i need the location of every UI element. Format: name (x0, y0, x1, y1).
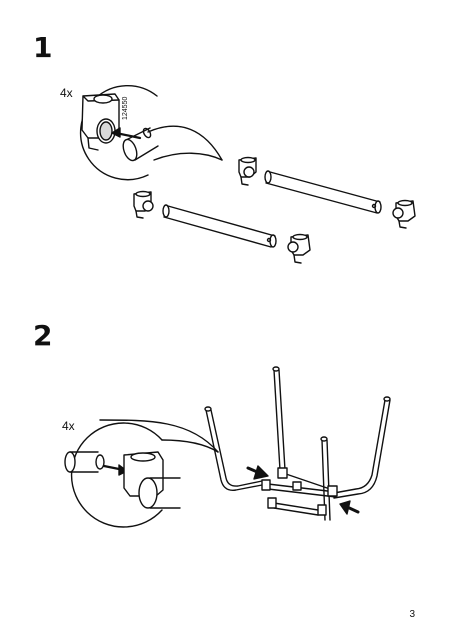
step-2-number: 2 (33, 319, 53, 352)
connector-lower-right (288, 235, 310, 264)
connector-lower-left (134, 192, 153, 219)
connector-block-detail (82, 94, 119, 150)
tube-connector-detail (65, 452, 180, 508)
frame-back-upright (273, 367, 285, 470)
connector-upper-right (393, 201, 415, 229)
step2-illustration (65, 367, 390, 527)
connector-upper-left (239, 158, 256, 186)
step-1-quantity: 4x (60, 86, 73, 100)
step1-detail-callout (81, 86, 222, 180)
assembly-arrows (248, 466, 358, 514)
tube-upper (265, 171, 381, 213)
frame-right (334, 397, 390, 498)
step-1-part-code: 124550 (122, 96, 129, 120)
page-number: 3 (409, 609, 415, 620)
tube-lower (163, 205, 276, 247)
tube-detail (112, 127, 158, 162)
step-1-number: 1 (33, 31, 53, 64)
crossbars (262, 468, 337, 515)
step-2-quantity: 4x (62, 419, 75, 433)
frame-left (205, 407, 262, 490)
step1-illustration (81, 86, 415, 263)
